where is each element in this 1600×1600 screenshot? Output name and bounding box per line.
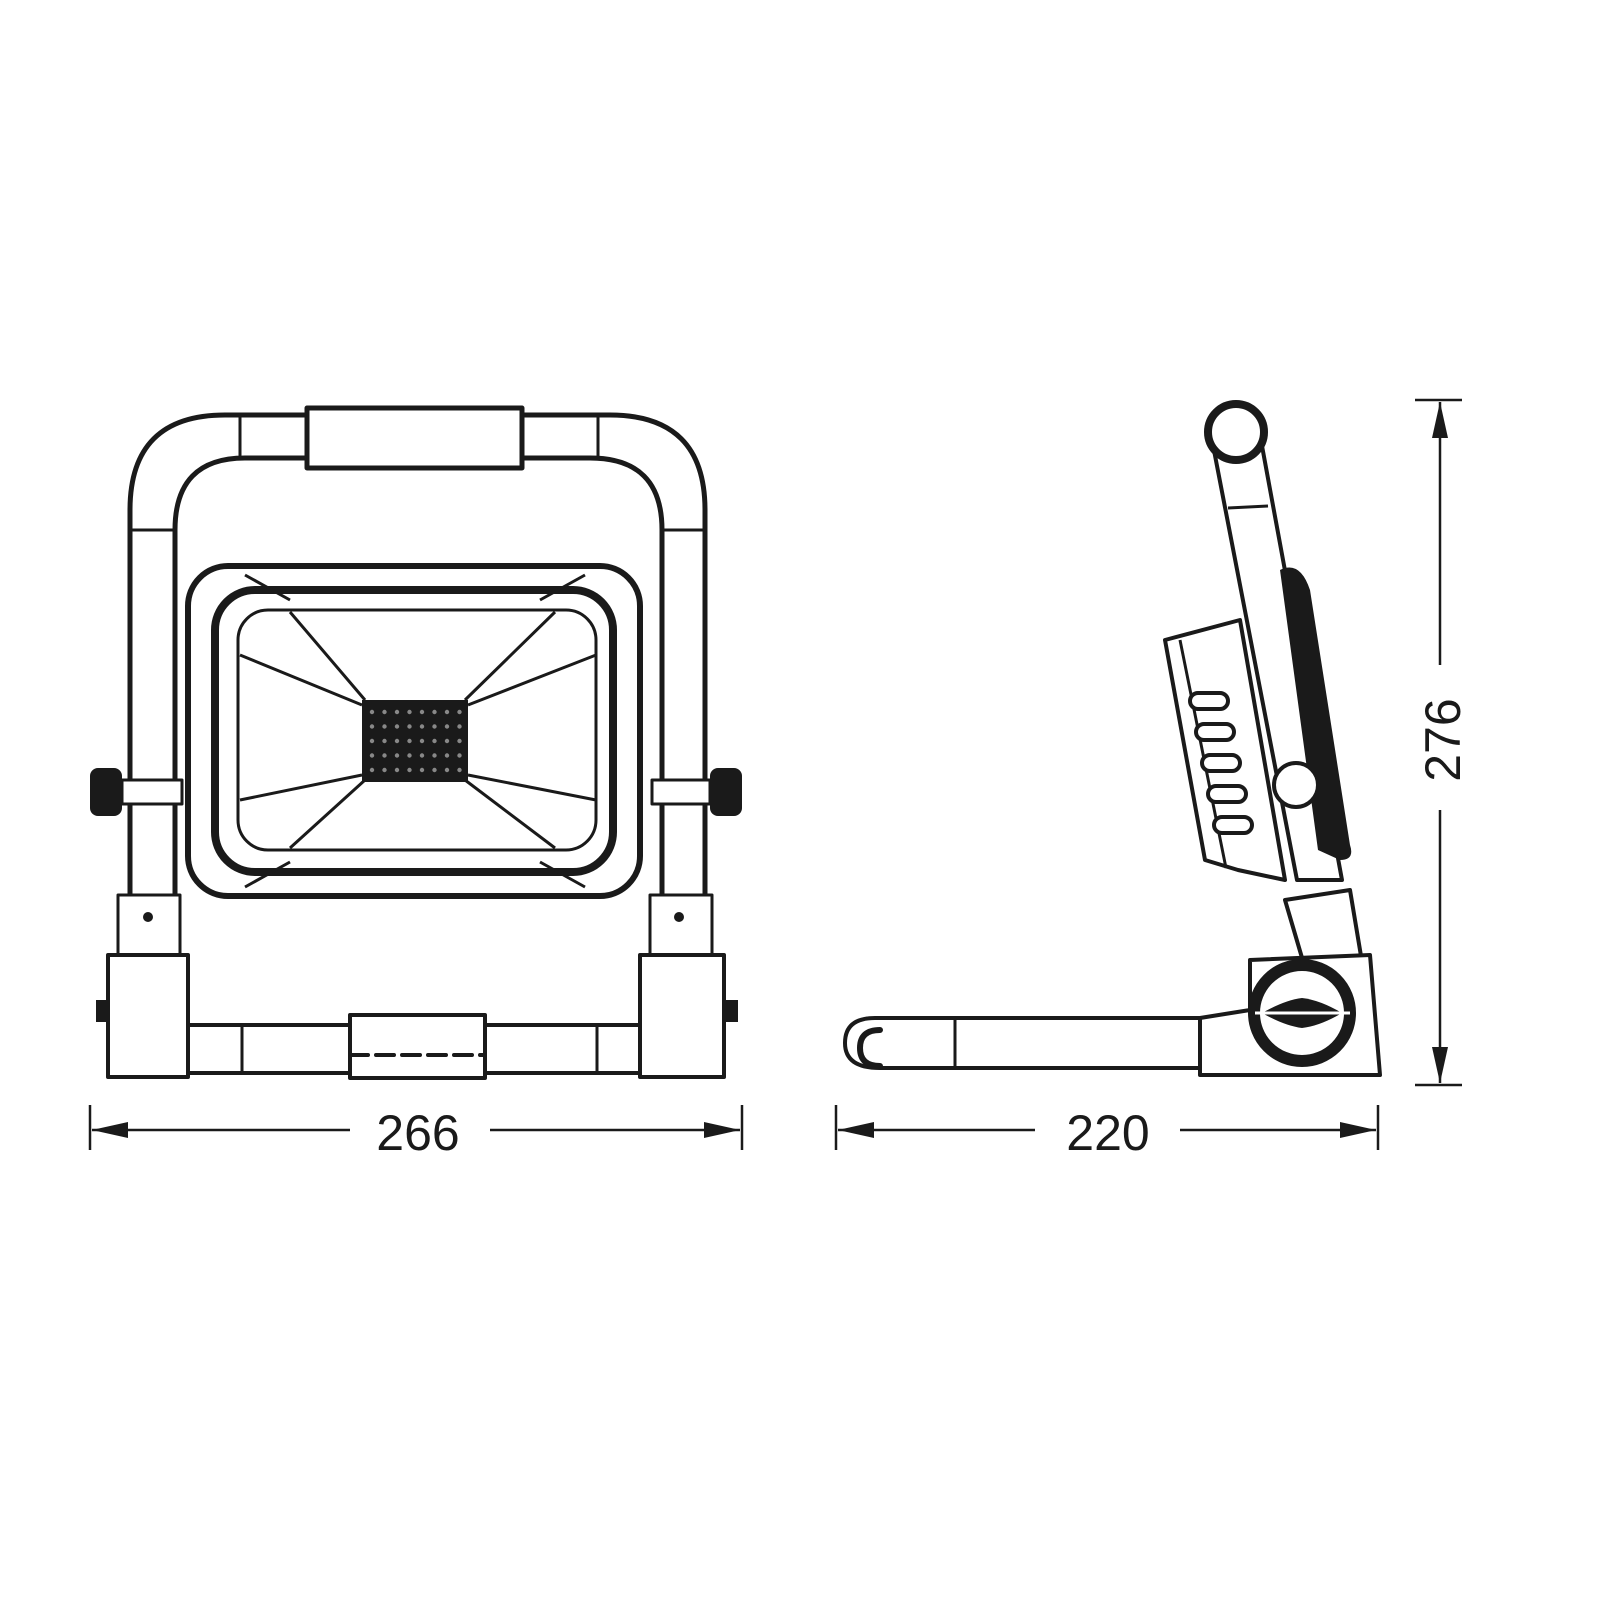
led-dot xyxy=(369,753,375,758)
led-dot xyxy=(407,724,412,729)
led-dot xyxy=(382,709,387,715)
led-dot xyxy=(419,753,425,758)
led-dot xyxy=(394,738,400,744)
dimension-depth-side: 220 xyxy=(834,1105,1380,1161)
dimension-label-width: 266 xyxy=(376,1105,459,1161)
front-view xyxy=(90,405,742,1080)
led-dot xyxy=(382,738,387,744)
led-dot xyxy=(432,724,437,729)
led-dot xyxy=(419,724,425,729)
bottom-clip xyxy=(348,1013,487,1080)
led-dot xyxy=(369,738,375,744)
knob-left-icon xyxy=(90,768,122,816)
led-dot xyxy=(457,738,462,744)
led-dot xyxy=(444,767,450,773)
led-dot xyxy=(419,709,425,715)
led-dot xyxy=(444,738,450,744)
led-array xyxy=(362,700,468,782)
lamp-housing xyxy=(185,563,643,899)
led-dot xyxy=(369,724,375,729)
stand-base xyxy=(96,893,738,1080)
led-dot xyxy=(457,724,462,729)
dimension-height: 276 xyxy=(1415,398,1471,1087)
led-dot xyxy=(382,753,387,758)
led-dot xyxy=(394,709,400,715)
handle-grip xyxy=(304,405,525,471)
led-dot xyxy=(407,753,412,758)
led-dot xyxy=(419,738,425,744)
led-dot xyxy=(394,753,400,758)
side-front-glass xyxy=(1280,567,1352,860)
dimension-label-depth: 220 xyxy=(1066,1105,1149,1161)
led-dot xyxy=(394,767,400,773)
side-knob-icon xyxy=(1272,761,1320,809)
led-dot xyxy=(457,709,462,715)
led-dot xyxy=(432,738,437,744)
led-dot xyxy=(457,767,462,773)
led-dot xyxy=(444,724,450,729)
adjust-knobs xyxy=(90,768,742,816)
side-housing xyxy=(1163,618,1320,882)
carry-handle xyxy=(127,405,708,898)
led-dot xyxy=(432,753,437,758)
led-dot xyxy=(444,753,450,758)
led-dot xyxy=(407,738,412,744)
led-dot xyxy=(394,724,400,729)
led-dot xyxy=(457,753,462,758)
side-view xyxy=(843,400,1382,1077)
led-dot xyxy=(432,767,437,773)
led-dot xyxy=(419,767,425,773)
led-dot xyxy=(369,767,375,773)
led-dot xyxy=(382,724,387,729)
knob-right-icon xyxy=(710,768,742,816)
led-dot xyxy=(407,709,412,715)
reflector-lines xyxy=(239,610,597,850)
led-dot xyxy=(382,767,387,773)
led-dot xyxy=(407,767,412,773)
dimension-label-height: 276 xyxy=(1415,698,1471,781)
led-dot xyxy=(444,709,450,715)
dimension-width-front: 266 xyxy=(88,1105,744,1161)
led-dot xyxy=(432,709,437,715)
led-dot xyxy=(369,709,375,715)
side-base xyxy=(843,953,1382,1077)
